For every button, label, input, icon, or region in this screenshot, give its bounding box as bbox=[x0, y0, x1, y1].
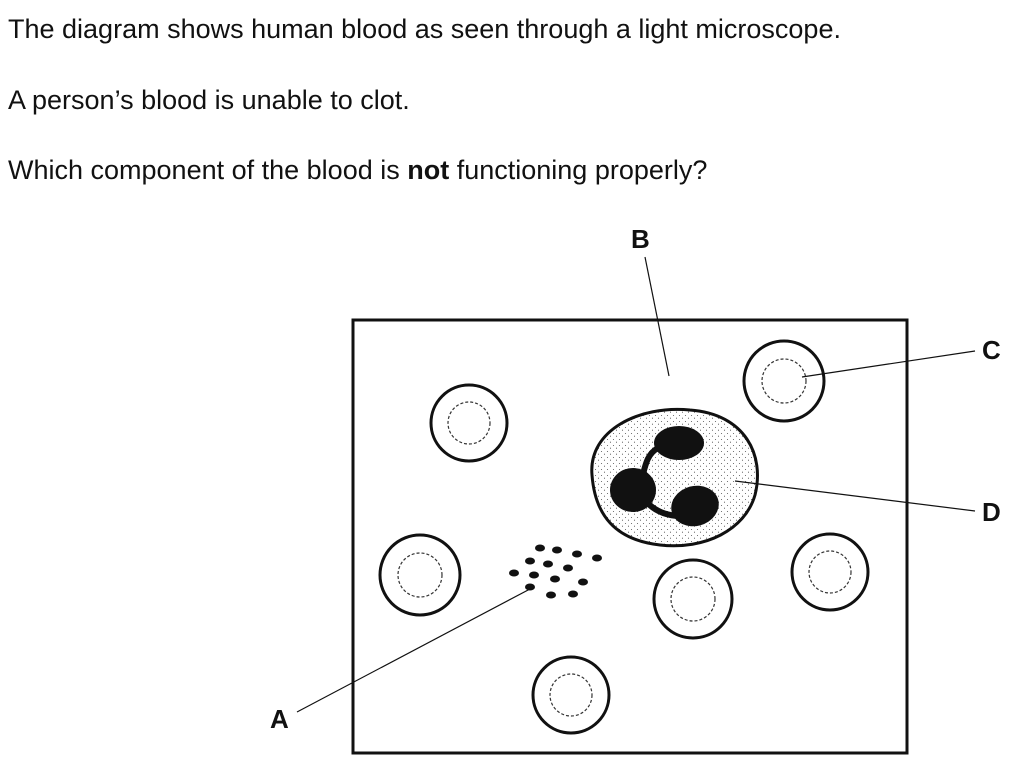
question-prompt-emphasis: not bbox=[407, 155, 450, 185]
red-blood-cell bbox=[742, 339, 826, 423]
label-c: C bbox=[982, 335, 1001, 365]
microscope-field-frame bbox=[351, 318, 909, 755]
red-blood-cell bbox=[531, 655, 611, 735]
question-prompt-end: functioning properly? bbox=[449, 155, 708, 185]
leader-line-c bbox=[801, 350, 976, 378]
question-context: A person’s blood is unable to clot. bbox=[8, 85, 410, 115]
white-blood-cell bbox=[590, 407, 759, 548]
red-blood-cell bbox=[429, 383, 509, 463]
label-b: B bbox=[631, 224, 650, 254]
red-blood-cell bbox=[652, 558, 734, 640]
label-d: D bbox=[982, 497, 1001, 527]
question-intro: The diagram shows human blood as seen th… bbox=[8, 14, 841, 44]
label-a: A bbox=[270, 704, 289, 734]
leader-line-b bbox=[644, 256, 670, 377]
question-prompt-start: Which component of the blood is bbox=[8, 155, 408, 185]
leader-line-d bbox=[734, 480, 976, 512]
leader-line-a bbox=[296, 588, 531, 713]
red-blood-cell bbox=[378, 533, 462, 617]
question-prompt: Which component of the blood is not func… bbox=[8, 154, 707, 186]
red-blood-cell bbox=[790, 532, 870, 612]
platelet-cluster bbox=[509, 544, 602, 599]
